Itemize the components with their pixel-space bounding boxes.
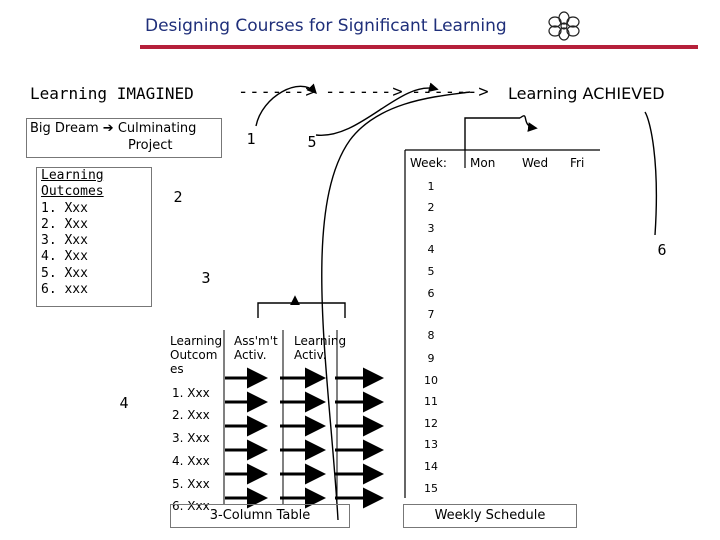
learning-outcomes-list: Learning Outcomes 1. Xxx 2. Xxx 3. Xxx 4…	[41, 168, 104, 298]
week-number: 4	[427, 243, 435, 256]
big-dream-label: Big Dream	[30, 121, 99, 136]
col-header-activities-line1: Learning	[294, 334, 347, 348]
project-label: Project	[128, 138, 173, 153]
header-rule	[140, 45, 698, 49]
week-number: 15	[424, 482, 438, 495]
outcomes-title-1: Learning	[41, 168, 104, 183]
col-header-outcomes-line2: Outcom	[170, 348, 218, 362]
week-number: 5	[427, 265, 435, 278]
big-dream-line1: Big Dream ➔ Culminating	[30, 121, 196, 136]
logo-icon	[547, 10, 581, 42]
col-header-activities: Learning Activ.	[294, 334, 346, 362]
week-number: 1	[427, 180, 435, 193]
big-dream-box	[26, 118, 222, 158]
learning-imagined-label: Learning IMAGINED	[30, 84, 194, 103]
list-item: 6. xxx	[41, 282, 88, 298]
week-number: 6	[427, 287, 435, 300]
table-row: 5. Xxx	[172, 477, 210, 491]
week-number: 7	[427, 308, 435, 321]
week-number: 10	[424, 374, 438, 387]
list-item: 4. Xxx	[41, 249, 88, 265]
list-item: 5. Xxx	[41, 265, 88, 281]
week-number: 11	[424, 395, 438, 408]
list-item: 2. Xxx	[41, 216, 88, 232]
list-item: 1. Xxx	[41, 200, 88, 216]
culminating-label: Culminating	[117, 121, 197, 136]
week-header: Week:	[410, 156, 447, 170]
step-3: 3	[188, 262, 224, 294]
flow-arrow-2: ------>	[325, 82, 404, 102]
week-number: 3	[427, 222, 435, 235]
col-header-outcomes-line1: Learning	[170, 334, 223, 348]
week-number: 14	[424, 460, 438, 473]
step-6: 6	[644, 234, 680, 266]
table-row: 6. Xxx	[172, 499, 210, 513]
week-number: 13	[424, 438, 438, 451]
fri-header: Fri	[570, 156, 585, 170]
col-header-outcomes-line3: es	[170, 362, 184, 376]
col-header-assessment-line2: Activ.	[234, 348, 267, 362]
step-2: 2	[160, 181, 196, 213]
list-item: 3. Xxx	[41, 233, 88, 249]
table-row: 2. Xxx	[172, 408, 210, 422]
table-row: 4. Xxx	[172, 454, 210, 468]
col-header-outcomes: Learning Outcom es	[170, 334, 222, 376]
week-number: 12	[424, 417, 438, 430]
learning-outcomes-box	[36, 167, 152, 307]
learning-achieved-label: Learning ACHIEVED	[508, 84, 665, 103]
week-number: 9	[427, 352, 435, 365]
table-row: 3. Xxx	[172, 431, 210, 445]
outcomes-title-2: Outcomes	[41, 184, 104, 200]
wed-header: Wed	[522, 156, 549, 170]
col-header-assessment-line1: Ass'm't	[234, 334, 278, 348]
weekly-schedule-label: Weekly Schedule	[403, 504, 577, 528]
step-1: 1	[230, 122, 272, 156]
three-column-table-label: 3-Column Table	[170, 504, 350, 528]
col-header-assessment: Ass'm't Activ.	[234, 334, 278, 362]
step-5: 5	[293, 126, 331, 158]
step-4: 4	[108, 388, 140, 418]
page-title: Designing Courses for Significant Learni…	[145, 16, 507, 36]
right-arrow-icon: ➔	[102, 121, 114, 136]
mon-header: Mon	[470, 156, 496, 170]
col-header-activities-line2: Activ.	[294, 348, 327, 362]
table-row: 1. Xxx	[172, 386, 210, 400]
week-number: 8	[427, 329, 435, 342]
week-number: 2	[427, 201, 435, 214]
